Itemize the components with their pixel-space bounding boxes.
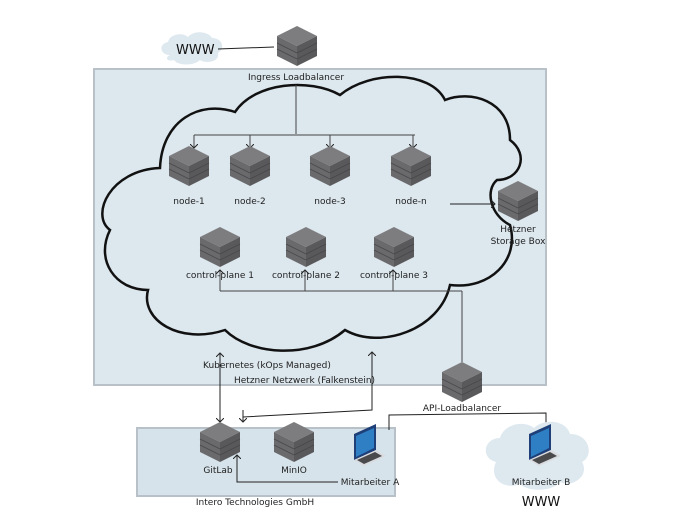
node-label: node-n [395, 197, 426, 207]
node-n[interactable]: node-n [390, 145, 432, 207]
internet-cloud-top [161, 32, 223, 65]
employee-a-laptop[interactable]: Mitarbeiter A [341, 424, 400, 488]
employee-b-laptop[interactable]: Mitarbeiter B [512, 424, 571, 488]
server-icon [276, 25, 318, 67]
api-loadbalancer[interactable]: API-Loadbalancer [423, 361, 502, 414]
api-to-control-planes-lines [220, 270, 463, 362]
node-2[interactable]: node-2 [229, 145, 271, 207]
api-lb-label: API-Loadbalancer [423, 404, 502, 414]
kubernetes-cloud [101, 75, 522, 352]
storage-label-line1: Hetzner [500, 225, 536, 235]
storage-label-line2: Storage Box [491, 237, 546, 247]
ingress-label: Ingress Loadbalancer [248, 73, 344, 83]
node-label: node-2 [234, 197, 265, 207]
control-plane-2[interactable]: control-plane 2 [272, 226, 340, 281]
employee-a-to-gitlab-arrow [237, 455, 338, 483]
control-plane-label: control-plane 3 [360, 271, 428, 281]
employee-a-label: Mitarbeiter A [341, 478, 400, 488]
www-to-ingress-line [217, 46, 275, 50]
hetzner-network-zone [93, 68, 547, 386]
company-zone [136, 427, 396, 497]
gitlab-server[interactable]: GitLab [199, 421, 241, 476]
api-to-employees-lines [388, 412, 547, 430]
kubernetes-label: Kubernetes (kOps Managed) [203, 361, 331, 371]
node-label: node-1 [173, 197, 204, 207]
node-1[interactable]: node-1 [168, 145, 210, 207]
gitlab-label: GitLab [203, 466, 233, 476]
minio-server[interactable]: MinIO [273, 421, 315, 476]
minio-label: MinIO [281, 466, 307, 476]
node-3[interactable]: node-3 [309, 145, 351, 207]
node-label: node-3 [314, 197, 345, 207]
hetzner-storage-box[interactable]: Hetzner Storage Box [491, 180, 546, 247]
www-label-bottom: WWW [522, 495, 561, 509]
employee-b-label: Mitarbeiter B [512, 478, 571, 488]
control-plane-label: control-plane 2 [272, 271, 340, 281]
hetzner-network-label: Hetzner Netzwerk (Falkenstein) [234, 376, 375, 386]
ingress-to-nodes-lines [194, 85, 415, 148]
www-label-top: WWW [176, 43, 215, 58]
ingress-loadbalancer[interactable]: Ingress Loadbalancer [248, 25, 344, 83]
company-label: Intero Technologies GmbH [196, 498, 314, 508]
control-plane-3[interactable]: control-plane 3 [360, 226, 428, 281]
minio-kubernetes-line [242, 352, 372, 418]
